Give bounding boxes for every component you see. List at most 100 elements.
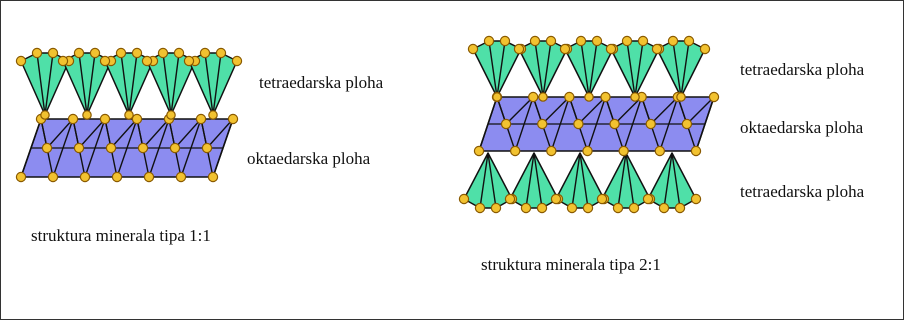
atom-node: [473, 145, 485, 157]
atom-node: [166, 110, 176, 120]
atom-node: [124, 110, 134, 120]
atom-node: [500, 118, 512, 130]
bond-line: [663, 152, 673, 209]
atom-node: [681, 118, 693, 130]
atom-node: [157, 47, 169, 59]
atom-node: [137, 142, 149, 154]
atom-node: [207, 171, 219, 183]
atom-node: [73, 47, 85, 59]
atom-node: [591, 35, 603, 47]
right-bottom-tetrahedron: [463, 152, 513, 209]
bond-line: [120, 52, 130, 116]
atom-node: [538, 92, 548, 102]
atom-node: [605, 43, 617, 55]
bond-line: [36, 52, 46, 116]
atom-node: [89, 47, 101, 59]
atom-node: [47, 47, 59, 59]
bond-line: [672, 40, 682, 98]
atom-node: [654, 145, 666, 157]
atom-node: [674, 202, 686, 214]
atom-node: [231, 55, 243, 67]
right-top-tetrahedron: [518, 40, 568, 98]
bond-line: [46, 118, 74, 149]
atom-node: [504, 193, 516, 205]
label-2-1-tetrahedral-top: tetraedarska ploha: [740, 60, 865, 79]
atom-node: [47, 171, 59, 183]
atom-node: [458, 193, 470, 205]
atom-node: [537, 118, 548, 130]
atom-node: [143, 171, 155, 183]
atom-node: [618, 145, 629, 157]
label-1-1-octahedral: oktaedarska ploha: [247, 149, 371, 168]
right-bottom-tetrahedron: [647, 152, 697, 209]
right-top-tetrahedron: [472, 40, 522, 98]
atom-node: [651, 43, 663, 55]
bond-line: [671, 152, 681, 209]
atom-node: [15, 171, 27, 183]
bond-line: [78, 118, 106, 149]
atom-node: [131, 47, 143, 59]
bond-line: [110, 118, 138, 149]
bond-line: [488, 40, 498, 98]
atom-node: [82, 110, 92, 120]
label-1-1-tetrahedral: tetraedarska ploha: [259, 73, 384, 92]
atom-node: [658, 202, 670, 214]
atom-node: [509, 145, 521, 157]
atom-node: [708, 91, 720, 103]
atom-node: [628, 202, 640, 214]
right-bottom-tetrahedron: [509, 152, 559, 209]
bond-line: [479, 152, 489, 209]
bond-line: [626, 40, 636, 98]
atom-node: [545, 35, 557, 47]
right-top-tetrahedron: [564, 40, 614, 98]
atom-node: [582, 202, 594, 214]
atom-node: [566, 202, 578, 214]
atom-node: [15, 55, 27, 67]
atom-node: [111, 171, 123, 183]
atom-node: [584, 92, 594, 102]
atom-node: [483, 35, 495, 47]
atom-node: [630, 92, 640, 102]
atom-node: [173, 47, 185, 59]
bond-line: [617, 152, 627, 209]
atom-node: [41, 142, 53, 154]
bond-line: [577, 96, 606, 125]
bond-line: [634, 40, 644, 98]
bond-line: [680, 40, 690, 98]
bond-line: [505, 96, 534, 125]
atom-node: [612, 202, 624, 214]
atom-node: [208, 110, 218, 120]
bond-line: [212, 52, 222, 116]
atom-node: [492, 92, 502, 102]
bond-line: [542, 40, 552, 98]
atom-node: [499, 35, 511, 47]
bond-line: [580, 40, 590, 98]
bond-line: [206, 118, 234, 149]
atom-node: [683, 35, 695, 47]
bond-line: [541, 96, 570, 125]
bond-line: [650, 96, 679, 125]
atom-node: [621, 35, 633, 47]
bond-line: [142, 118, 170, 149]
bond-line: [86, 52, 96, 116]
bond-line: [579, 152, 589, 209]
bond-line: [614, 96, 643, 125]
atom-node: [57, 55, 69, 67]
bond-line: [78, 52, 88, 116]
atom-node: [676, 92, 686, 102]
atom-node: [690, 193, 702, 205]
right-top-tetrahedron: [656, 40, 706, 98]
atom-node: [131, 113, 143, 125]
atom-node: [527, 91, 539, 103]
atom-node: [600, 91, 611, 103]
atom-node: [105, 142, 117, 154]
atom-node: [40, 110, 50, 120]
bond-line: [496, 40, 506, 98]
atom-node: [490, 202, 502, 214]
atom-node: [227, 113, 239, 125]
atom-node: [596, 193, 608, 205]
atom-node: [513, 43, 525, 55]
bond-line: [487, 152, 497, 209]
atom-node: [73, 142, 85, 154]
